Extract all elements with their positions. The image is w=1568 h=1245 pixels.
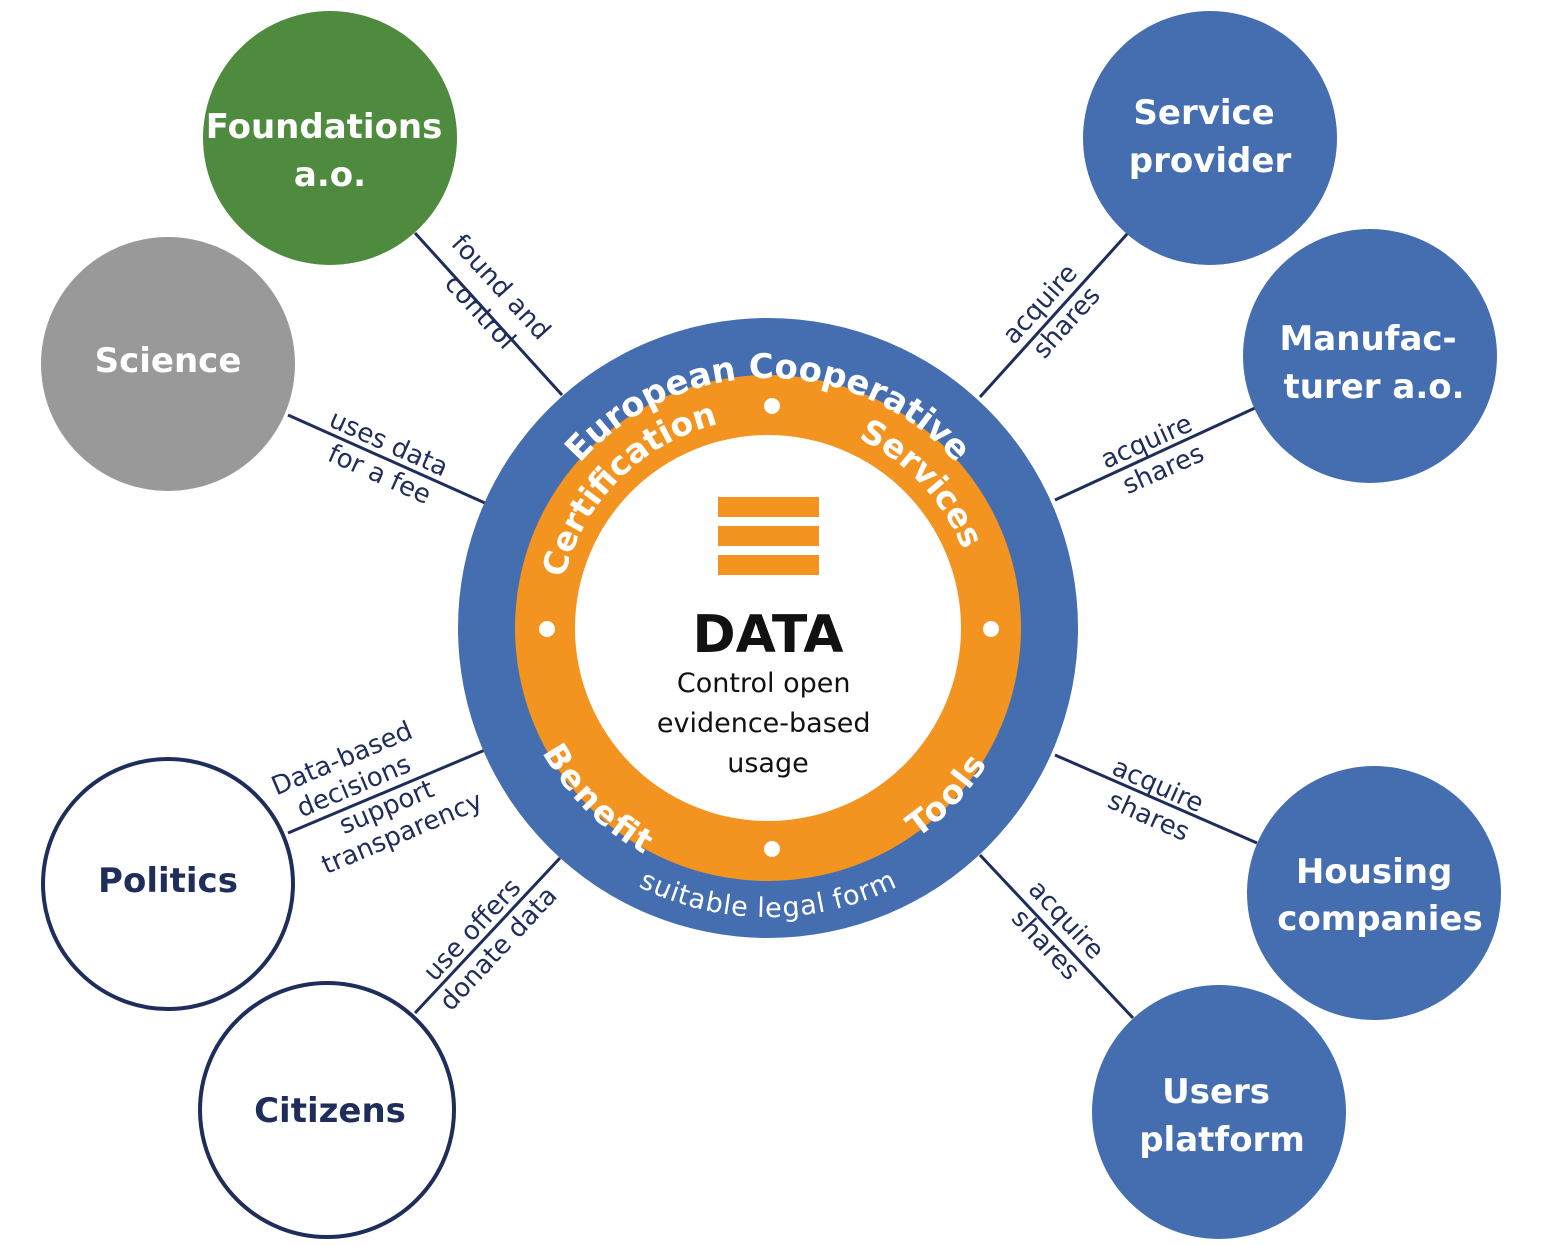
satellite-politics: Politics xyxy=(41,757,295,1011)
satellite-citizens: Citizens xyxy=(198,981,456,1239)
edge-label-manufacturer: acquire shares xyxy=(1097,405,1218,504)
connector-foundations xyxy=(413,231,564,397)
connector-service-provider xyxy=(978,231,1130,399)
ring-dot-right xyxy=(983,621,999,637)
svg-text:Service provider: Service provider xyxy=(1129,93,1292,181)
satellite-science: Science xyxy=(41,237,295,491)
svg-text:Politics: Politics xyxy=(98,861,238,901)
connector-science xyxy=(287,413,486,505)
center-title: DATA xyxy=(692,605,843,665)
satellite-housing: Housing companies xyxy=(1247,766,1501,1020)
svg-text:acquire shares: acquire shares xyxy=(1097,405,1218,504)
ring-dot-left xyxy=(539,621,555,637)
edge-label-foundations: found and control xyxy=(421,229,561,374)
svg-text:acquire shares: acquire shares xyxy=(1095,752,1216,851)
central-hub: European Cooperative suitable legal form… xyxy=(458,318,1078,938)
edge-label-housing: acquire shares xyxy=(1095,752,1216,851)
ring-dot-bottom xyxy=(764,841,780,857)
satellite-users: Users platform xyxy=(1092,985,1346,1239)
satellite-service-provider: Service provider xyxy=(1083,11,1337,265)
core-circle xyxy=(575,435,961,821)
svg-text:found and control: found and control xyxy=(421,229,561,374)
connector-housing xyxy=(1054,753,1258,845)
satellite-foundations: Foundations a.o. xyxy=(203,11,457,265)
satellite-manufacturer: Manufac- turer a.o. xyxy=(1243,229,1497,483)
svg-text:Foundations a.o.: Foundations a.o. xyxy=(206,107,454,195)
connector-citizens xyxy=(413,856,562,1015)
svg-text:Science: Science xyxy=(95,341,242,381)
ring-dot-top xyxy=(764,398,780,414)
svg-text:Manufac- turer a.o.: Manufac- turer a.o. xyxy=(1279,319,1468,407)
connector-lines xyxy=(287,231,1258,1020)
svg-text:Housing companies: Housing companies xyxy=(1277,852,1482,939)
svg-text:Citizens: Citizens xyxy=(254,1091,406,1131)
connector-users xyxy=(978,853,1135,1020)
svg-text:Users platform: Users platform xyxy=(1139,1072,1305,1160)
connector-politics xyxy=(287,748,486,835)
center-subtitle: Control open evidence-based usage xyxy=(657,668,879,779)
stacked-bars-icon xyxy=(718,497,819,575)
connector-manufacturer xyxy=(1054,406,1256,502)
